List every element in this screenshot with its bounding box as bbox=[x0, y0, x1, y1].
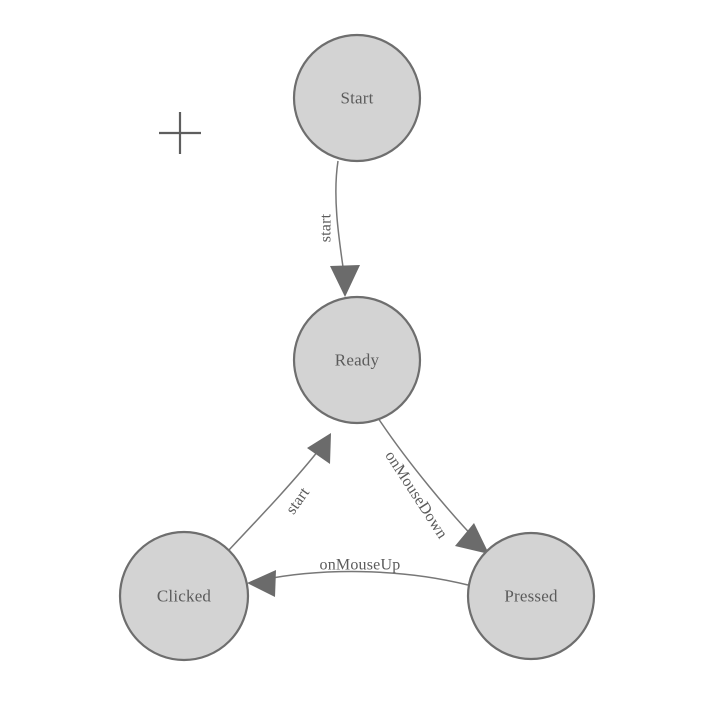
arrowhead-icon-start-to-ready bbox=[330, 265, 360, 297]
state-node-label-clicked: Clicked bbox=[157, 587, 212, 606]
arrowhead-icon-ready-to-pressed bbox=[455, 523, 489, 554]
edge-label-ready-to-pressed: onMouseDown bbox=[381, 448, 450, 542]
state-node-start[interactable]: Start bbox=[292, 33, 422, 163]
cursor-layer bbox=[159, 112, 201, 154]
state-node-label-ready: Ready bbox=[335, 351, 380, 370]
state-node-circle-clicked[interactable] bbox=[118, 530, 250, 662]
edge-label-pressed-to-clicked: onMouseUp bbox=[320, 557, 401, 574]
edge-line-clicked-to-ready[interactable] bbox=[227, 445, 323, 552]
state-node-circle-pressed[interactable] bbox=[466, 531, 596, 661]
edge-line-pressed-to-clicked[interactable] bbox=[261, 570, 469, 586]
state-node-circle-start[interactable] bbox=[292, 33, 422, 163]
edge-clicked-to-ready[interactable]: start bbox=[227, 433, 331, 552]
edge-ready-to-pressed[interactable]: onMouseDown bbox=[377, 417, 489, 554]
edge-label-start-to-ready: start bbox=[318, 213, 335, 242]
state-node-pressed[interactable]: Pressed bbox=[466, 531, 596, 661]
arrowhead-icon-clicked-to-ready bbox=[307, 433, 331, 464]
arrowhead-icon-pressed-to-clicked bbox=[247, 570, 276, 597]
state-node-circle-ready[interactable] bbox=[292, 295, 422, 425]
edge-label-clicked-to-ready: start bbox=[283, 484, 314, 517]
state-node-label-start: Start bbox=[340, 89, 373, 108]
state-node-ready[interactable]: Ready bbox=[292, 295, 422, 425]
edge-pressed-to-clicked[interactable]: onMouseUp bbox=[247, 557, 469, 598]
edge-line-start-to-ready[interactable] bbox=[335, 160, 346, 282]
state-node-clicked[interactable]: Clicked bbox=[118, 530, 250, 662]
crosshair-icon bbox=[159, 112, 201, 154]
state-node-label-pressed: Pressed bbox=[504, 587, 558, 606]
edge-start-to-ready[interactable]: start bbox=[318, 160, 361, 297]
